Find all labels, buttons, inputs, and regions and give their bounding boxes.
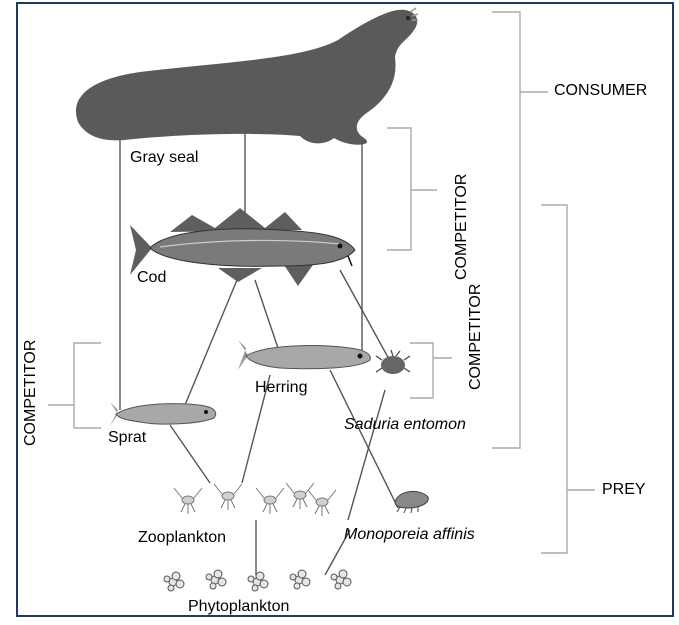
consumer-bracket <box>492 12 548 448</box>
competitor-bracket-sprat <box>48 343 101 428</box>
gray-seal-illustration <box>76 8 418 145</box>
competitor-bracket-seal-cod <box>387 128 437 250</box>
competitor-bracket-herring-saduria <box>410 343 452 398</box>
sprat-illustration <box>110 402 216 426</box>
label-gray-seal: Gray seal <box>130 150 198 166</box>
label-competitor-herring-saduria: COMPETITOR <box>468 290 484 390</box>
link-cod-sprat <box>180 280 237 417</box>
label-competitor-seal-cod: COMPETITOR <box>454 180 470 280</box>
label-herring: Herring <box>255 380 307 396</box>
monoporeia-illustration <box>395 491 428 513</box>
label-sprat: Sprat <box>108 430 146 446</box>
label-zooplankton: Zooplankton <box>138 530 226 546</box>
phytoplankton-illustration <box>164 570 351 591</box>
label-phytoplankton: Phytoplankton <box>188 599 289 615</box>
label-saduria-entomon: Saduria entomon <box>344 417 466 433</box>
link-saduria-monoporeia <box>348 390 385 520</box>
link-sprat-zooplankton <box>170 425 210 483</box>
herring-illustration <box>238 340 370 370</box>
zooplankton-illustration <box>174 483 336 516</box>
label-monoporeia-affinis: Monoporeia affinis <box>344 527 475 543</box>
label-consumer: CONSUMER <box>554 83 647 99</box>
prey-bracket <box>541 205 595 553</box>
label-prey: PREY <box>602 482 646 498</box>
label-competitor-sprat: COMPETITOR <box>23 346 39 446</box>
label-cod: Cod <box>137 270 166 286</box>
link-herring-monoporeia <box>330 370 398 508</box>
feeding-links <box>120 122 398 575</box>
saduria-illustration <box>376 350 410 374</box>
